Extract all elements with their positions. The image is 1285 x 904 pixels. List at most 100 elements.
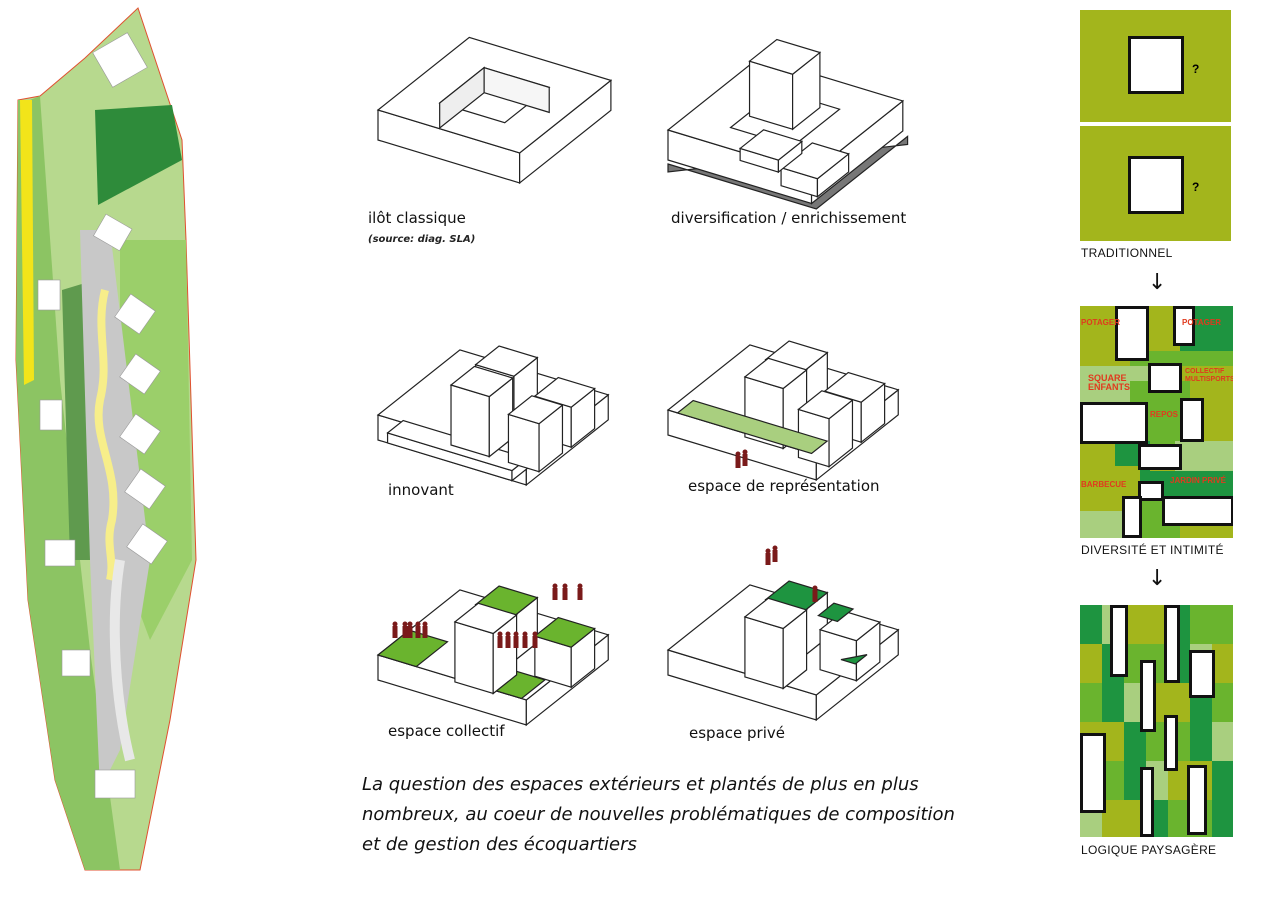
person-icon	[513, 636, 519, 648]
diagram-collectif	[376, 583, 610, 727]
building-block	[1122, 496, 1142, 538]
diagram-representation	[666, 340, 900, 482]
person-icon	[522, 636, 528, 648]
building-block	[1128, 156, 1184, 214]
land-strip	[1146, 605, 1168, 644]
box-top-face	[797, 390, 854, 420]
box-top-face	[474, 345, 539, 377]
person-icon	[532, 636, 538, 648]
scheme-traditional-bottom: ?	[1080, 126, 1231, 241]
person-icon	[392, 621, 398, 627]
person-icon	[772, 545, 778, 551]
person-icon	[497, 631, 503, 637]
building-block	[1187, 765, 1207, 835]
use-tag: BARBECUE	[1081, 480, 1127, 489]
building-block	[1189, 650, 1215, 698]
land-strip	[1212, 800, 1233, 837]
isometric-diagrams	[376, 36, 909, 727]
person-icon	[765, 548, 771, 554]
person-icon	[407, 621, 413, 627]
green-space	[376, 629, 449, 668]
building-block	[1162, 496, 1233, 526]
scheme-label-diversity: DIVERSITÉ ET INTIMITÉ	[1081, 543, 1224, 557]
scheme-label-landscape: LOGIQUE PAYSAGÈRE	[1081, 843, 1217, 857]
building-block	[1138, 481, 1164, 501]
person-icon	[765, 553, 771, 565]
land-strip	[1080, 683, 1102, 722]
use-tag: POTAGER	[1182, 318, 1221, 327]
box-front-face	[450, 384, 490, 458]
land-strip	[1212, 761, 1233, 800]
person-icon	[392, 626, 398, 638]
person-icon	[812, 585, 818, 591]
diagram-label-classic: ilôt classique	[368, 209, 466, 227]
person-icon	[577, 588, 583, 600]
building-block	[1148, 363, 1182, 393]
land-strip	[1190, 605, 1212, 644]
land-patch	[1175, 441, 1233, 471]
scheme-label-traditional: TRADITIONNEL	[1081, 246, 1173, 260]
person-icon	[505, 636, 511, 648]
person-icon	[742, 449, 748, 455]
person-icon	[812, 590, 818, 602]
person-icon	[402, 621, 408, 627]
person-icon	[772, 550, 778, 562]
person-icon	[513, 631, 519, 637]
question-mark: ?	[1192, 62, 1200, 76]
person-icon	[562, 588, 568, 600]
arrow-down-icon: ↓	[1148, 566, 1167, 591]
person-icon	[552, 583, 558, 589]
scheme-traditional-top: ?	[1080, 10, 1231, 122]
use-tag: JARDIN PRIVÉ	[1170, 476, 1227, 485]
box-top-face	[743, 597, 808, 630]
person-icon	[407, 626, 413, 638]
diagram-label-collectif: espace collectif	[388, 722, 505, 740]
box-top-face	[453, 602, 518, 635]
land-strip	[1102, 761, 1124, 800]
arrow-down-icon: ↓	[1148, 270, 1167, 295]
person-icon	[742, 454, 748, 466]
site-plan-map	[15, 7, 197, 871]
person-icon	[577, 583, 583, 589]
land-strip	[1168, 683, 1190, 722]
box-top-face	[449, 365, 514, 398]
diagram-label-prive: espace privé	[689, 724, 785, 742]
box-top-face	[507, 395, 564, 425]
building-block	[1115, 306, 1149, 361]
box-front-face	[454, 621, 494, 695]
building-block	[1164, 715, 1178, 771]
box-top-face	[743, 357, 808, 390]
land-strip	[1212, 722, 1233, 761]
building-block	[1164, 605, 1180, 683]
land-strip	[1102, 722, 1124, 761]
person-icon	[552, 588, 558, 600]
person-icon	[422, 621, 428, 627]
land-strip	[1212, 644, 1233, 683]
green-space	[840, 654, 868, 665]
diagram-label-representation: espace de représentation	[688, 477, 880, 495]
box-top-face	[748, 38, 822, 75]
diagram-ilot-classique	[376, 36, 613, 185]
building-block	[1138, 444, 1182, 470]
land-strip	[1102, 683, 1124, 722]
person-icon	[505, 631, 511, 637]
person-icon	[415, 626, 421, 638]
person-icon	[497, 636, 503, 648]
land-strip	[1168, 800, 1190, 837]
diagram-innovant	[376, 345, 610, 487]
land-patch	[1080, 511, 1130, 538]
person-icon	[415, 621, 421, 627]
building-block	[1110, 605, 1128, 677]
building-block	[1140, 660, 1156, 732]
building-block	[1128, 36, 1184, 94]
diagram-source: (source: diag. SLA)	[368, 234, 476, 245]
person-icon	[735, 451, 741, 457]
land-strip	[1102, 800, 1124, 837]
land-strip	[1212, 683, 1233, 722]
green-space	[676, 399, 829, 455]
land-strip	[1080, 644, 1102, 683]
person-icon	[532, 631, 538, 637]
land-strip	[1212, 605, 1233, 644]
building-block	[1080, 733, 1106, 813]
